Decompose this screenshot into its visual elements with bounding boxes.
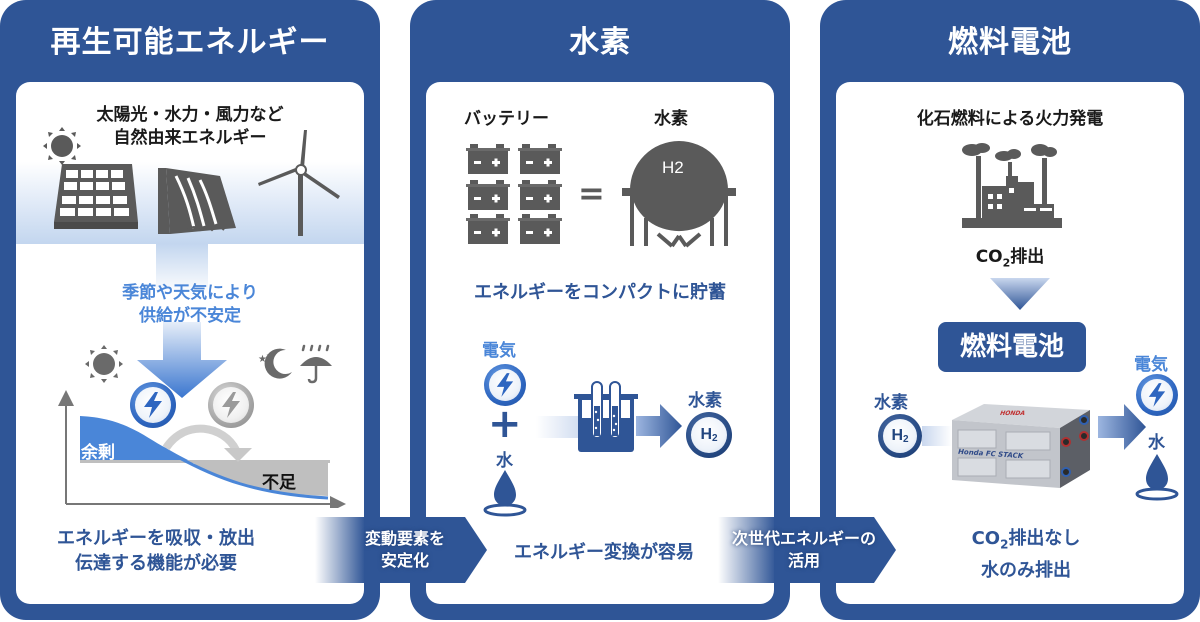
tank-label: H2 xyxy=(662,158,684,177)
hydrogen-orb: H2 xyxy=(686,412,732,458)
right-arrow-icon xyxy=(636,404,682,448)
moon-stars-icon: ★★ xyxy=(258,348,292,379)
flow-fade xyxy=(536,416,588,438)
panel-title: 再生可能エネルギー xyxy=(50,25,330,60)
lightning-icon xyxy=(144,392,162,418)
svg-text:★: ★ xyxy=(266,351,273,360)
wind-turbine-icon xyxy=(258,130,340,236)
water-label: 水 xyxy=(496,451,513,471)
connector-label: 変動要素を 安定化 xyxy=(364,529,445,570)
factory-icon xyxy=(962,143,1062,228)
connector-stabilize: 変動要素を 安定化 xyxy=(315,517,487,583)
sun-icon xyxy=(85,345,123,383)
lightning-icon xyxy=(222,392,240,418)
panel2-conclusion: エネルギー変換が容易 xyxy=(514,542,694,563)
lightning-icon xyxy=(1148,383,1166,407)
fossil-caption: 化石燃料による火力発電 xyxy=(916,109,1104,129)
shortage-label: 不足 xyxy=(262,473,296,493)
battery-label: バッテリー xyxy=(464,109,549,129)
svg-text:★: ★ xyxy=(258,354,267,365)
water-drop-icon xyxy=(483,470,527,517)
panel-fuel-cell: 燃料電池 化石燃料による火力発電 CO2排出 燃料電池 水素 H2 xyxy=(820,0,1200,620)
water-drop-icon xyxy=(1135,454,1179,501)
fc-stack-image: HONDA Honda FC STACK xyxy=(944,400,1092,490)
down-triangle-icon xyxy=(990,278,1050,310)
electricity-orb xyxy=(1136,374,1178,416)
output-water-label: 水 xyxy=(1148,433,1165,453)
connector-next-gen: 次世代エネルギーの 活用 xyxy=(718,517,896,583)
hydrogen-tank-icon xyxy=(622,141,736,248)
flow-fade xyxy=(922,426,952,446)
connector-label: 次世代エネルギーの 活用 xyxy=(731,529,876,570)
storage-note: エネルギーをコンパクトに貯蓄 xyxy=(474,282,726,303)
right-arrow-icon xyxy=(1098,404,1146,450)
fuel-cell-badge: 燃料電池 xyxy=(938,322,1086,372)
electricity-orb xyxy=(130,382,176,428)
electrolysis-icon xyxy=(574,381,638,452)
plus-sign: + xyxy=(488,401,522,447)
flow-stem xyxy=(156,244,208,294)
panel-renewable-energy: 再生可能エネルギー 太陽光・水力・風力など 自然由来エネルギー xyxy=(0,0,380,620)
panel3-conclusion: CO2排出なし 水のみ排出 xyxy=(971,528,1081,581)
panel-title: 燃料電池 xyxy=(948,25,1072,60)
co2-emission-label: CO2排出 xyxy=(975,247,1045,270)
panel-hydrogen: 水素 バッテリー 水素 = H2 エネルギーをコンパクトに貯蓄 電気 xyxy=(410,0,790,620)
panel-body: 化石燃料による火力発電 CO2排出 燃料電池 水素 H2 xyxy=(836,82,1184,604)
equals-sign: = xyxy=(578,174,605,212)
product-label: 水素 xyxy=(688,391,722,411)
umbrella-rain-icon xyxy=(300,344,332,384)
lightning-icon xyxy=(496,373,514,397)
electricity-orb xyxy=(484,364,526,406)
surplus-label: 余剰 xyxy=(81,443,115,463)
hydrogen-label: 水素 xyxy=(654,109,688,129)
dam-icon xyxy=(158,168,236,234)
electricity-label: 電気 xyxy=(482,341,516,361)
hydrogen-orb: H2 xyxy=(878,414,922,458)
battery-grid-icon xyxy=(466,144,562,244)
panel1-conclusion: エネルギーを吸収・放出 伝達する機能が必要 xyxy=(57,528,255,574)
panel-body: 太陽光・水力・風力など 自然由来エネルギー xyxy=(16,82,364,604)
solar-panel-icon xyxy=(54,164,138,229)
instability-note: 季節や天気により 供給が不安定 xyxy=(122,283,258,326)
output-electricity-label: 電気 xyxy=(1134,355,1168,375)
sun-icon xyxy=(43,127,81,165)
panel-body: バッテリー 水素 = H2 エネルギーをコンパクトに貯蓄 電気 + 水 xyxy=(426,82,774,604)
electricity-orb-inactive xyxy=(208,382,254,428)
nature-caption: 太陽光・水力・風力など 自然由来エネルギー xyxy=(96,105,284,148)
input-hydrogen-label: 水素 xyxy=(874,393,908,413)
down-arrow-icon xyxy=(137,322,227,398)
panel-title: 水素 xyxy=(569,25,631,60)
supply-demand-graph xyxy=(58,390,346,508)
